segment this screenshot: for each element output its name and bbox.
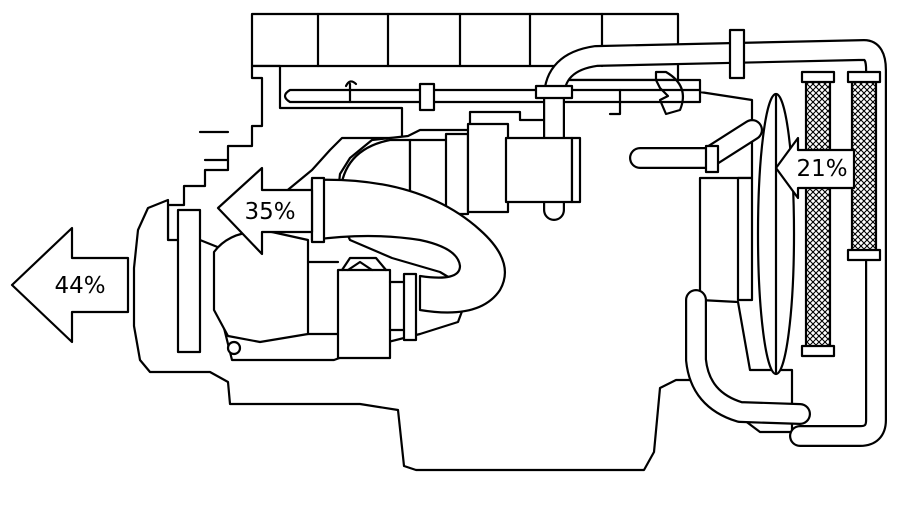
arrow-21-label: 21% bbox=[796, 156, 847, 182]
rail-fitting-2 bbox=[608, 88, 622, 116]
fan-shroud bbox=[736, 176, 754, 302]
turbo-compressor bbox=[444, 132, 470, 216]
compressor-link bbox=[306, 260, 406, 336]
arrow-44-shape bbox=[10, 226, 130, 344]
intake-rail-pipe bbox=[283, 88, 702, 104]
arrow-engine-35: 35% bbox=[216, 166, 314, 256]
arrow-44-label: 44% bbox=[54, 273, 105, 299]
turbo-outlet-block bbox=[466, 122, 510, 214]
radiator-tank-left-top bbox=[800, 70, 836, 84]
rail-fitting-1 bbox=[344, 80, 358, 104]
compressor-core bbox=[336, 268, 392, 360]
arrow-35-label: 35% bbox=[244, 199, 295, 225]
radiator-tank-top bbox=[846, 70, 882, 84]
arrow-21-shape bbox=[774, 136, 856, 200]
coolant-hose bbox=[629, 119, 811, 425]
radiator-core-left bbox=[804, 78, 832, 352]
turbo-outlet-flange bbox=[504, 136, 574, 204]
hose-clamp bbox=[704, 144, 720, 174]
arrow-35-shape bbox=[216, 166, 314, 256]
air-pipe-loop bbox=[534, 28, 887, 447]
intake-rail bbox=[283, 80, 702, 116]
arrow-exhaust-44: 44% bbox=[10, 226, 130, 344]
arrow-radiator-21: 21% bbox=[774, 136, 856, 200]
pipe-clamp-bottom bbox=[534, 84, 574, 100]
compressor-core-top bbox=[340, 256, 388, 272]
pipe-clamp-top bbox=[728, 28, 746, 80]
rail-clamp-1 bbox=[418, 82, 436, 112]
radiator-tank-bottom bbox=[846, 248, 882, 262]
lower-compressor bbox=[212, 230, 418, 360]
radiator-core-right bbox=[850, 78, 878, 254]
radiator bbox=[800, 70, 882, 358]
crank-pulley bbox=[176, 208, 202, 354]
turbo-end-cap bbox=[570, 136, 582, 204]
intake-elbow-body bbox=[310, 178, 506, 314]
intake-elbow bbox=[310, 176, 506, 314]
elbow-flange bbox=[310, 176, 326, 244]
radiator-tank-left-bottom bbox=[800, 344, 836, 358]
valve-cover-fins bbox=[316, 12, 604, 68]
small-bolt bbox=[226, 340, 242, 356]
head-step-lines bbox=[198, 130, 230, 162]
bent-fitting bbox=[654, 70, 684, 116]
compressor-flange bbox=[402, 272, 418, 342]
